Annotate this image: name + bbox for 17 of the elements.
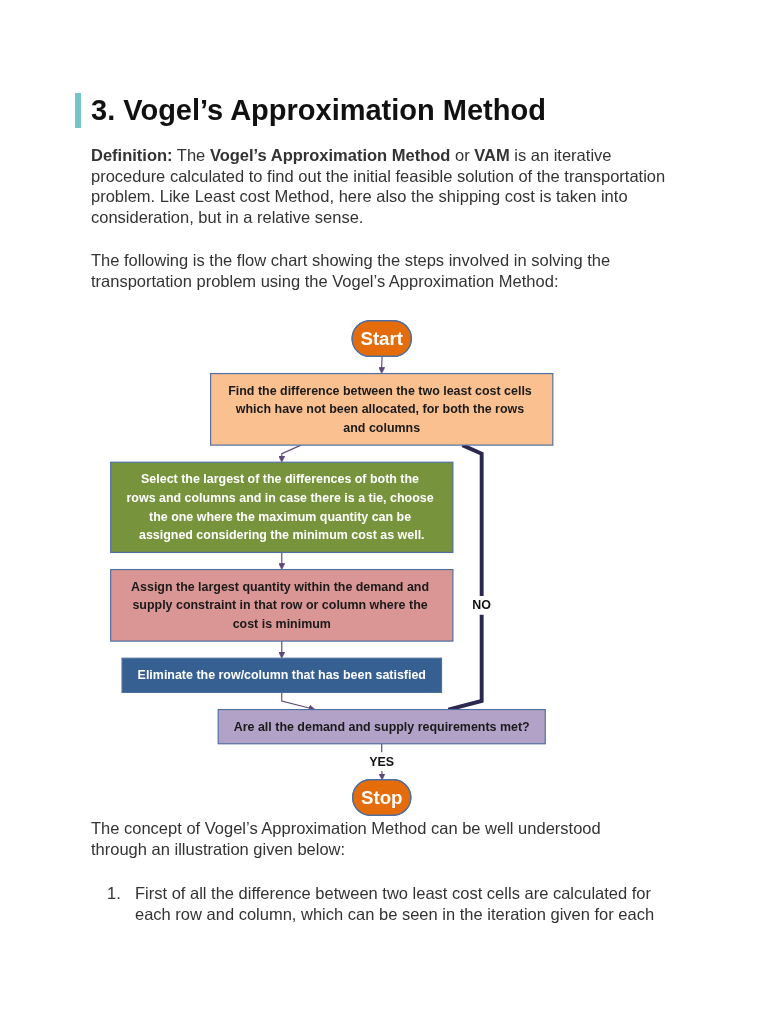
terminal-oval: Stop bbox=[352, 778, 412, 816]
process-box: Find the difference between the two least cost cells which have not been allocated, for both the rows and columns bbox=[210, 372, 554, 446]
heading: 3. Vogel’s Approximation Method bbox=[91, 93, 546, 128]
arrow bbox=[278, 551, 286, 570]
process-box: Eliminate the row/column that has been satisfied bbox=[121, 657, 443, 694]
terminal-oval: Start bbox=[351, 320, 413, 358]
list-number: 1. bbox=[107, 883, 121, 904]
process-box: Are all the demand and supply requirements met? bbox=[217, 708, 547, 745]
arrow bbox=[278, 640, 286, 659]
paragraph: The concept of Vogel’s Approximation Method can be well understood through an illustration given below: bbox=[91, 818, 602, 859]
arrow bbox=[378, 356, 386, 374]
paragraph: The following is the flow chart showing the steps involved in solving the transportation problem using the Vogel’s Approximation Method: bbox=[91, 250, 612, 291]
arrow bbox=[278, 444, 302, 463]
process-box: Select the largest of the differences of both the rows and columns and in case there is a tie, choose the one where the maximum quantity can be assigned considering the minimum cost as well. bbox=[110, 461, 454, 554]
process-box: Assign the largest quantity within the demand and supply constraint in that row or column where the cost is minimum bbox=[110, 568, 454, 642]
paragraph: Definition: The Vogel’s Approximation Method or VAM is an iterative procedure calculated to find out the initial feasible solution of the transportation problem. Like Least cost Method, here also the shipping cost is taken into consideration, but in a relative sense. bbox=[91, 145, 667, 227]
list-item-text: First of all the difference between two least cost cells are calculated for each row and column, which can be seen in the iteration given for each bbox=[135, 883, 656, 924]
